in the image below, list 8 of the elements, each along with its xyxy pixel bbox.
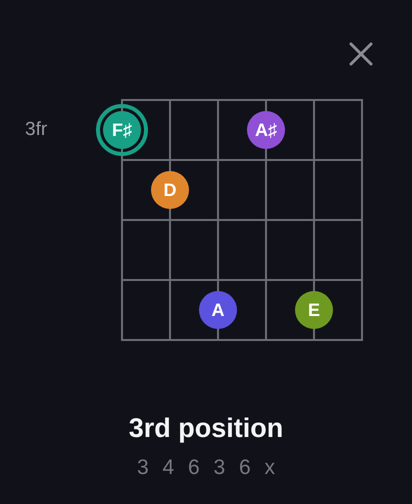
chord-title: 3rd position — [128, 413, 284, 443]
note-marker: E — [295, 291, 333, 329]
note-marker: A♯ — [247, 111, 285, 149]
note-marker: F♯ — [96, 104, 148, 156]
note-marker: A — [199, 291, 237, 329]
note-marker: D — [151, 171, 189, 209]
fret-number: 3fr — [25, 119, 48, 141]
string-fret-numbers: 3 4 6 3 6 x — [136, 456, 280, 479]
